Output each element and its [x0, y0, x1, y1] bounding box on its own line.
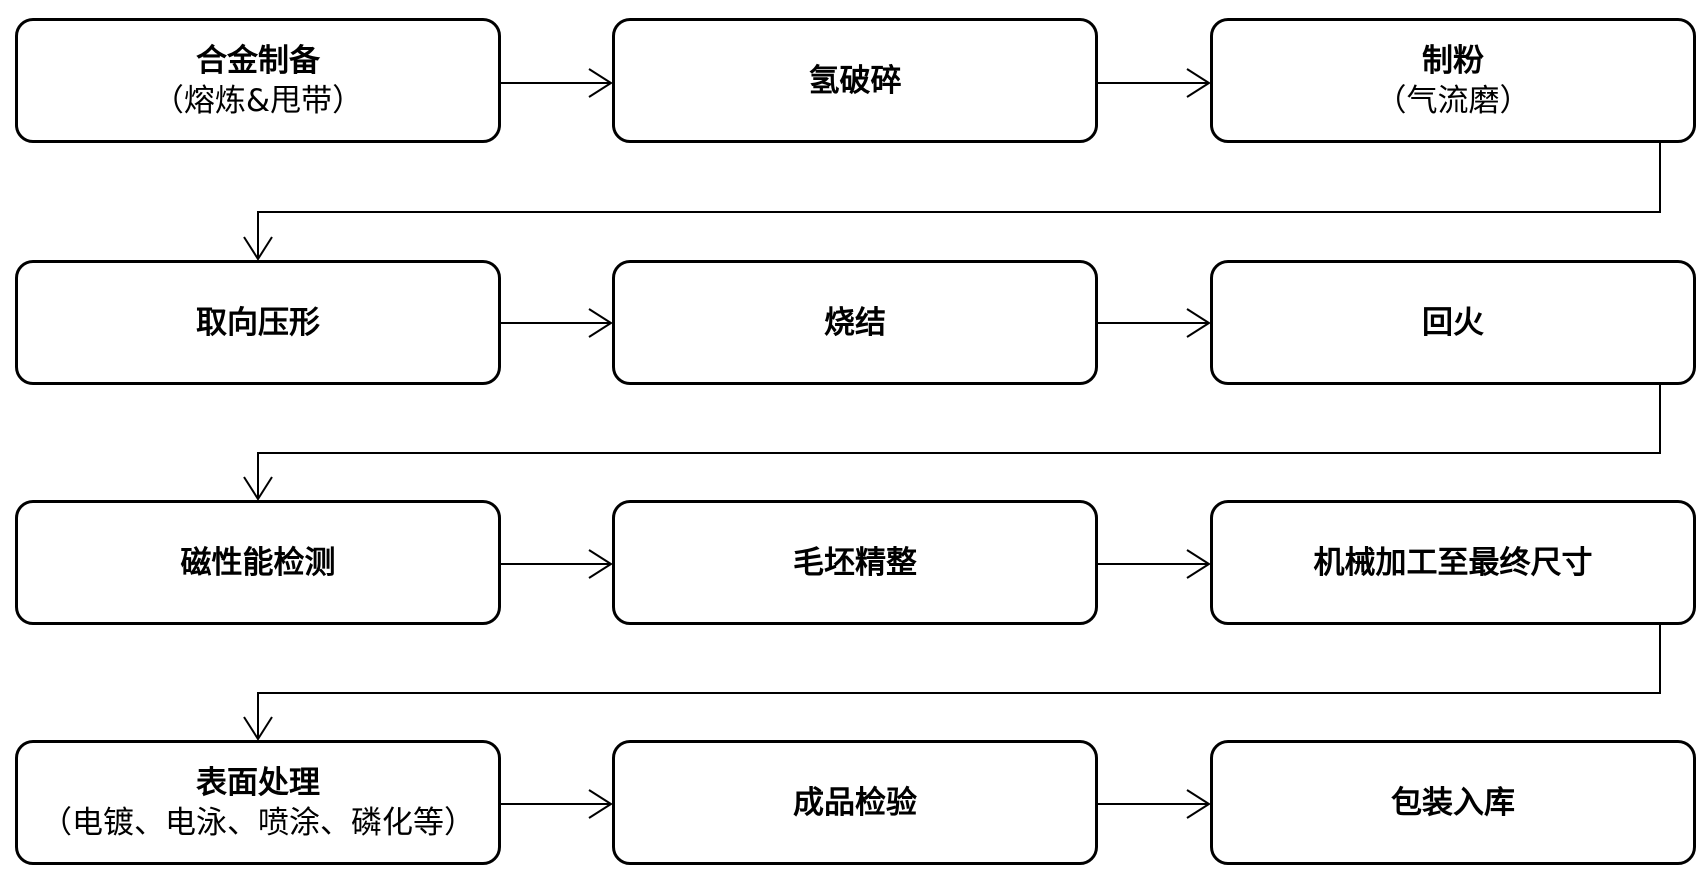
step-title: 取向压形: [196, 304, 320, 341]
arrow-step6-to-step7: [243, 385, 1661, 501]
step-surface-treatment: 表面处理 （电镀、电泳、喷涂、磷化等）: [15, 740, 501, 865]
step-tempering: 回火: [1210, 260, 1696, 385]
step-alloy-preparation: 合金制备 （熔炼&甩带）: [15, 18, 501, 143]
step-title: 回火: [1422, 304, 1484, 341]
step-product-inspection: 成品检验: [612, 740, 1098, 865]
step-title: 包装入库: [1391, 784, 1515, 821]
arrow-step8-to-step9: [1098, 549, 1211, 579]
arrow-step5-to-step6: [1098, 308, 1211, 338]
step-title: 磁性能检测: [180, 544, 336, 581]
arrow-step7-to-step8: [501, 549, 613, 579]
step-subtitle: （电镀、电泳、喷涂、磷化等）: [41, 804, 475, 841]
arrow-step9-to-step10: [243, 625, 1661, 741]
step-title: 毛坯精整: [793, 544, 917, 581]
step-title: 制粉: [1422, 42, 1484, 79]
arrow-step2-to-step3: [1098, 68, 1211, 98]
step-oriented-pressing: 取向压形: [15, 260, 501, 385]
step-title: 机械加工至最终尺寸: [1313, 544, 1593, 581]
step-title: 成品检验: [793, 784, 917, 821]
step-machining: 机械加工至最终尺寸: [1210, 500, 1696, 625]
arrow-step1-to-step2: [501, 68, 613, 98]
step-packaging-storage: 包装入库: [1210, 740, 1696, 865]
step-title: 氢破碎: [808, 62, 902, 99]
step-title: 烧结: [824, 304, 886, 341]
step-subtitle: （熔炼&甩带）: [152, 82, 364, 119]
step-title: 表面处理: [196, 764, 320, 801]
step-powder-making: 制粉 （气流磨）: [1210, 18, 1696, 143]
arrow-step4-to-step5: [501, 308, 613, 338]
arrow-step10-to-step11: [501, 789, 613, 819]
step-magnetic-testing: 磁性能检测: [15, 500, 501, 625]
step-title: 合金制备: [196, 42, 320, 79]
step-hydrogen-decrepitation: 氢破碎: [612, 18, 1098, 143]
arrow-step11-to-step12: [1098, 789, 1211, 819]
arrow-step3-to-step4: [243, 143, 1661, 261]
step-blank-finishing: 毛坯精整: [612, 500, 1098, 625]
step-subtitle: （气流磨）: [1375, 82, 1531, 119]
step-sintering: 烧结: [612, 260, 1098, 385]
